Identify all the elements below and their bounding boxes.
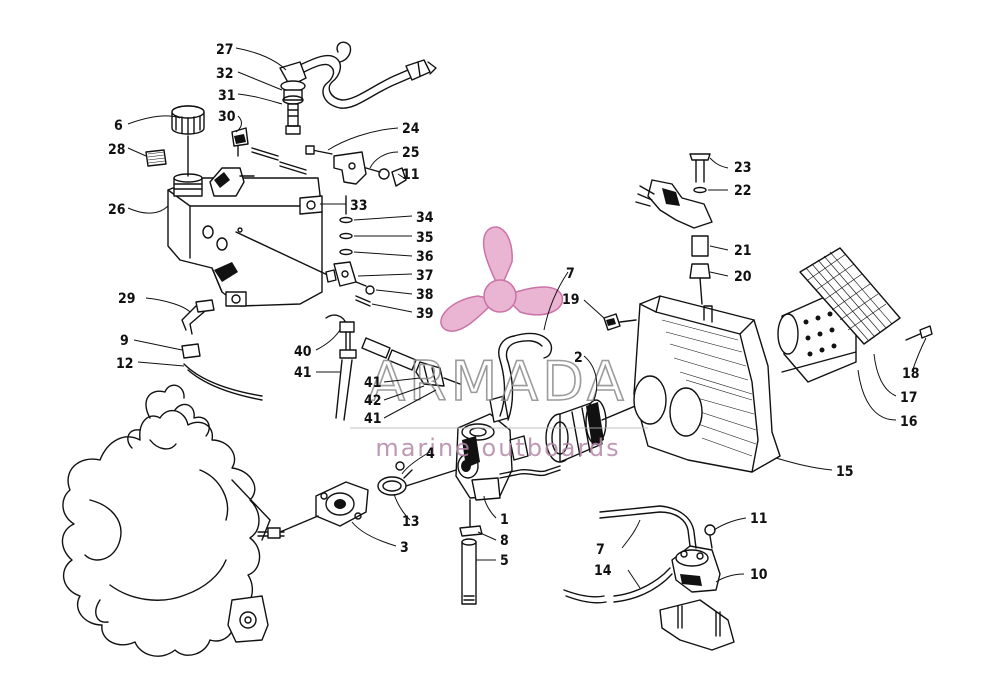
pulse-hoses	[563, 567, 673, 604]
tank-outlet-hose	[181, 299, 263, 401]
callout-22: 22	[734, 183, 752, 199]
watermark-tagline: marine outboards	[375, 434, 620, 462]
callout-21: 21	[734, 243, 752, 259]
callout-40: 40	[294, 344, 312, 360]
callout-20: 20	[734, 269, 752, 285]
carburetor	[455, 332, 561, 501]
callout-36: 36	[416, 249, 434, 265]
screen-screw	[905, 325, 933, 341]
callout-7: 7	[566, 266, 575, 282]
callout-15: 15	[836, 464, 854, 480]
callout-2: 2	[574, 350, 583, 366]
intake-flange	[279, 481, 369, 533]
intake-screen	[799, 247, 901, 345]
callout-41-c: 41	[364, 411, 382, 427]
silencer-mount-hardware	[635, 153, 713, 305]
callout-37: 37	[416, 268, 434, 284]
grommet	[231, 127, 249, 157]
callout-27: 27	[216, 42, 234, 58]
callout-4: 4	[426, 446, 435, 462]
decal	[145, 149, 167, 167]
tank-label	[299, 195, 323, 215]
callout-labels: 6 28 26 27 32 31 30 24 25 11 33 34 35 36…	[108, 42, 920, 583]
callout-38: 38	[416, 287, 434, 303]
callout-10: 10	[750, 567, 768, 583]
callout-11: 11	[402, 167, 420, 183]
callout-39: 39	[416, 306, 434, 322]
watermark-brand: ARMADA	[368, 350, 628, 413]
callout-32: 32	[216, 66, 234, 82]
rivets	[251, 147, 307, 175]
fuel-tank	[167, 167, 323, 307]
callout-19: 19	[562, 292, 580, 308]
fuel-line-filter	[325, 314, 461, 421]
callout-12: 12	[116, 356, 134, 372]
callout-16: 16	[900, 414, 918, 430]
callout-9: 9	[120, 333, 129, 349]
callout-14: 14	[594, 563, 612, 579]
callout-24: 24	[402, 121, 420, 137]
retaining-clip	[603, 313, 637, 331]
callout-3: 3	[400, 540, 409, 556]
bracket-assembly	[305, 145, 407, 187]
callout-42: 42	[364, 393, 382, 409]
watermark-propeller-logo	[440, 226, 564, 332]
callout-7-b: 7	[596, 542, 605, 558]
callout-31: 31	[218, 88, 236, 104]
callout-1: 1	[500, 512, 509, 528]
callout-25: 25	[402, 145, 420, 161]
callout-35: 35	[416, 230, 434, 246]
callout-34: 34	[416, 210, 434, 226]
main-jet	[459, 499, 483, 605]
air-silencer-box	[633, 295, 781, 473]
callout-41-b: 41	[364, 375, 382, 391]
fuel-fitting-stack	[235, 195, 375, 307]
fuel-pump	[599, 505, 735, 651]
callout-41: 41	[294, 365, 312, 381]
callout-30: 30	[218, 109, 236, 125]
callout-26: 26	[108, 202, 126, 218]
callout-13: 13	[402, 514, 420, 530]
hose-clamp	[377, 461, 457, 496]
air-intake-boot	[545, 399, 641, 463]
callout-18: 18	[902, 366, 920, 382]
callout-leaders	[127, 47, 927, 589]
callout-8: 8	[500, 533, 509, 549]
callout-29: 29	[118, 291, 136, 307]
callout-6: 6	[114, 118, 123, 134]
engine-outline	[61, 384, 285, 657]
fuel-cap	[171, 105, 205, 177]
callout-23: 23	[734, 160, 752, 176]
watermark: ARMADA marine outboards	[350, 226, 648, 462]
vent-valve-assembly	[279, 41, 437, 135]
callout-11-b: 11	[750, 511, 768, 527]
callout-5: 5	[500, 553, 509, 569]
callout-17: 17	[900, 390, 918, 406]
callout-28: 28	[108, 142, 126, 158]
callout-33: 33	[350, 198, 368, 214]
